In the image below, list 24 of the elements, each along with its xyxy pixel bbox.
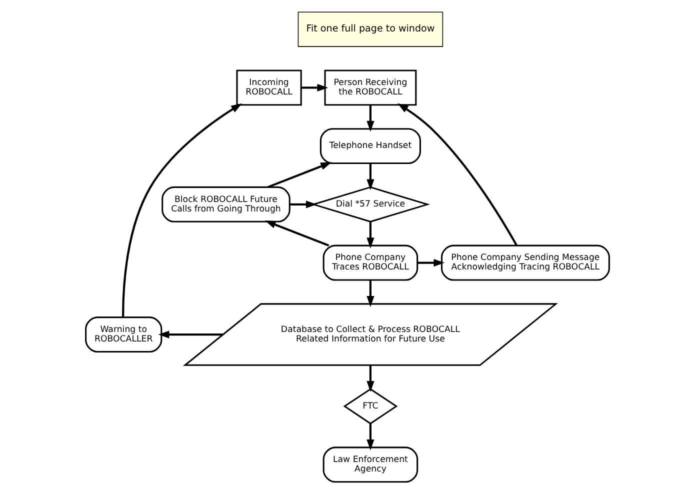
arrow [366, 366, 374, 392]
arrow [366, 163, 374, 190]
node-box: Law Enforcement Agency [322, 446, 418, 483]
node-box: Incoming ROBOCALL [236, 70, 302, 106]
arrow [267, 162, 332, 188]
arrow [366, 222, 374, 249]
label: Fit one full page to window [306, 24, 435, 35]
arrow [366, 105, 374, 132]
node-box: Warning to ROBOCALLER [85, 316, 162, 353]
arrow [417, 258, 445, 267]
arrow [264, 220, 330, 247]
node-box: Telephone Handset [320, 128, 421, 164]
node-diamond: FTC [343, 388, 398, 424]
node-box: Block ROBOCALL Future Calls from Going Through [162, 186, 290, 222]
node-box: Phone Company Traces ROBOCALL [322, 244, 418, 281]
arrow [158, 330, 223, 338]
node-box: Phone Company Sending Message Acknowledging Tracing ROBOCALL [440, 244, 610, 281]
arrow [122, 103, 242, 317]
arrow [397, 103, 518, 246]
arrow [290, 200, 317, 208]
arrow [366, 424, 374, 450]
arrow [301, 84, 328, 92]
node-box: Person Receiving the ROBOCALL [324, 70, 417, 106]
arrow [366, 280, 374, 307]
